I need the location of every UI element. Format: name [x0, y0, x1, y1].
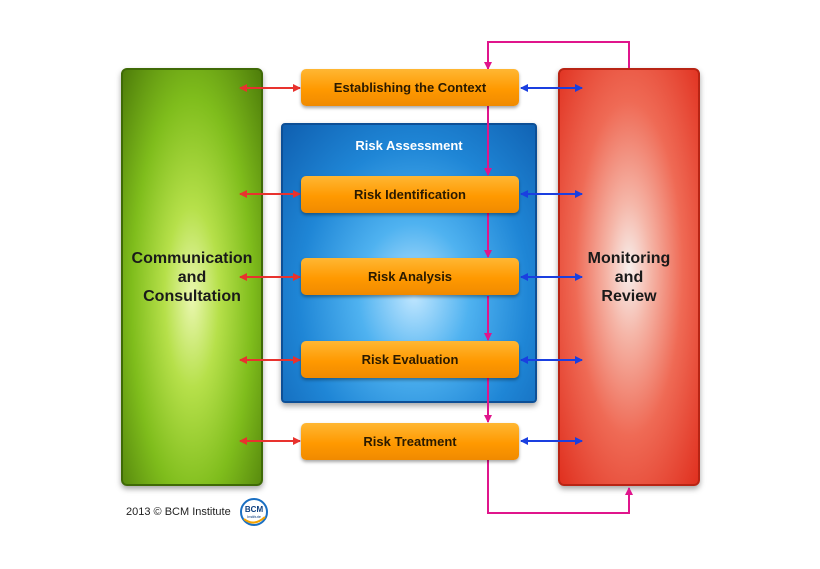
step-risk-identification: Risk Identification — [301, 176, 519, 213]
communication-consultation-label: Communication and Consultation — [131, 249, 253, 305]
step-establishing-context: Establishing the Context — [301, 69, 519, 106]
monitoring-review-label: Monitoring and Review — [587, 249, 671, 305]
risk-assessment-title: Risk Assessment — [355, 138, 463, 153]
bcm-logo-icon: BCM Institute — [240, 498, 268, 526]
feedback-loop-bottom — [487, 460, 633, 514]
logo-subtext: Institute — [247, 514, 262, 519]
step-risk-evaluation: Risk Evaluation — [301, 341, 519, 378]
step-risk-analysis: Risk Analysis — [301, 258, 519, 295]
copyright-text: 2013 © BCM Institute — [126, 506, 231, 518]
feedback-loop-top — [484, 41, 630, 70]
logo-text: BCM — [245, 505, 264, 514]
step-risk-treatment: Risk Treatment — [301, 423, 519, 460]
